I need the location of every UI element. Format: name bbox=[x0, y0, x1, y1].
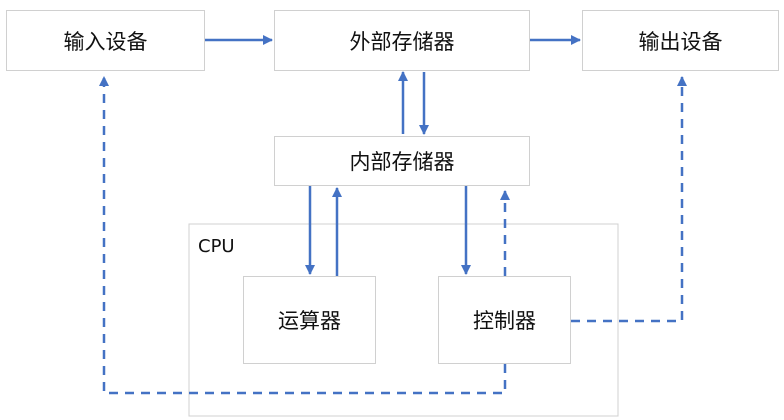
alu-box: 运算器 bbox=[243, 276, 376, 364]
output-device-label: 输出设备 bbox=[638, 29, 723, 54]
input-device-label: 输入设备 bbox=[63, 29, 148, 54]
external-storage-box: 外部存储器 bbox=[274, 10, 530, 71]
dashed-controller-to-input bbox=[99, 76, 507, 395]
input-device-box: 输入设备 bbox=[6, 10, 205, 71]
controller-label: 控制器 bbox=[473, 309, 536, 333]
cpu-label: CPU bbox=[198, 236, 235, 257]
internal-storage-label: 内部存储器 bbox=[349, 150, 455, 174]
external-storage-label: 外部存储器 bbox=[349, 29, 455, 54]
controller-box: 控制器 bbox=[438, 276, 571, 364]
internal-storage-box: 内部存储器 bbox=[274, 136, 530, 186]
alu-label: 运算器 bbox=[278, 309, 341, 333]
dashed-controller-to-output bbox=[571, 76, 687, 323]
output-device-box: 输出设备 bbox=[582, 10, 779, 71]
